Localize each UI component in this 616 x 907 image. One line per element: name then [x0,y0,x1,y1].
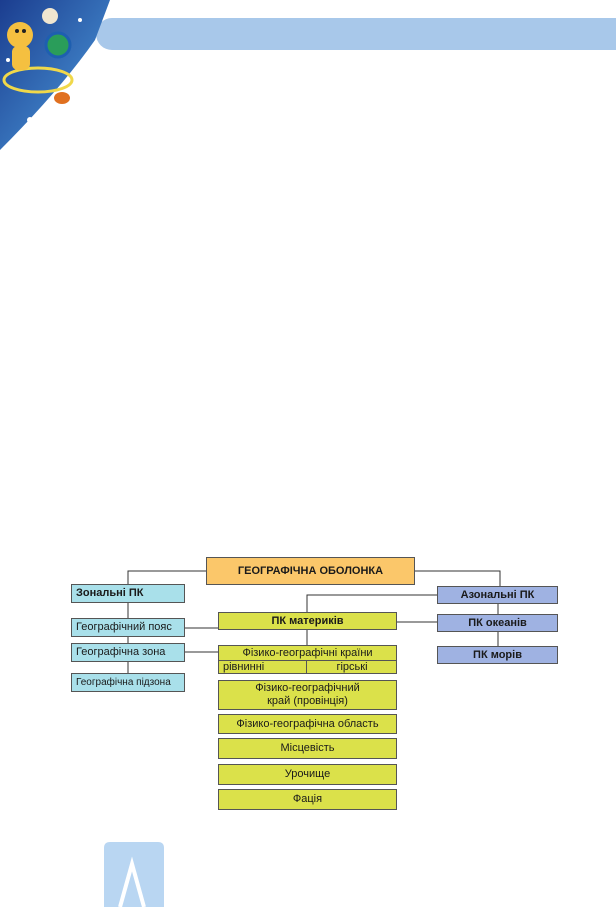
central-split-title: Фізико-географічні країни [219,646,396,661]
zonal-item-belt: Географічний пояс [71,618,185,637]
space-mascot-illustration [0,0,110,150]
central-item-region: Фізико-географічна область [218,714,397,734]
chapter-header-bar [96,18,616,50]
central-item-province: Фізико-географічний край (провінція) [218,680,397,710]
root-node: ГЕОГРАФІЧНА ОБОЛОНКА [206,557,415,585]
central-split-countries: Фізико-географічні країни рівнинні гірсь… [218,645,397,674]
azonal-header: Азональні ПК [437,586,558,604]
central-item-tract: Урочище [218,764,397,785]
central-item-locality: Місцевість [218,738,397,759]
central-header: ПК материків [218,612,397,630]
zonal-item-zone: Географічна зона [71,643,185,662]
central-split-left: рівнинні [219,660,307,674]
zonal-header: Зональні ПК [71,584,185,603]
page-corner-tab [104,842,164,907]
azonal-item-seas: ПК морів [437,646,558,664]
zonal-item-subzone: Географічна підзона [71,673,185,692]
central-split-right: гірські [336,661,368,673]
azonal-item-oceans: ПК океанів [437,614,558,632]
central-item-facies: Фація [218,789,397,810]
